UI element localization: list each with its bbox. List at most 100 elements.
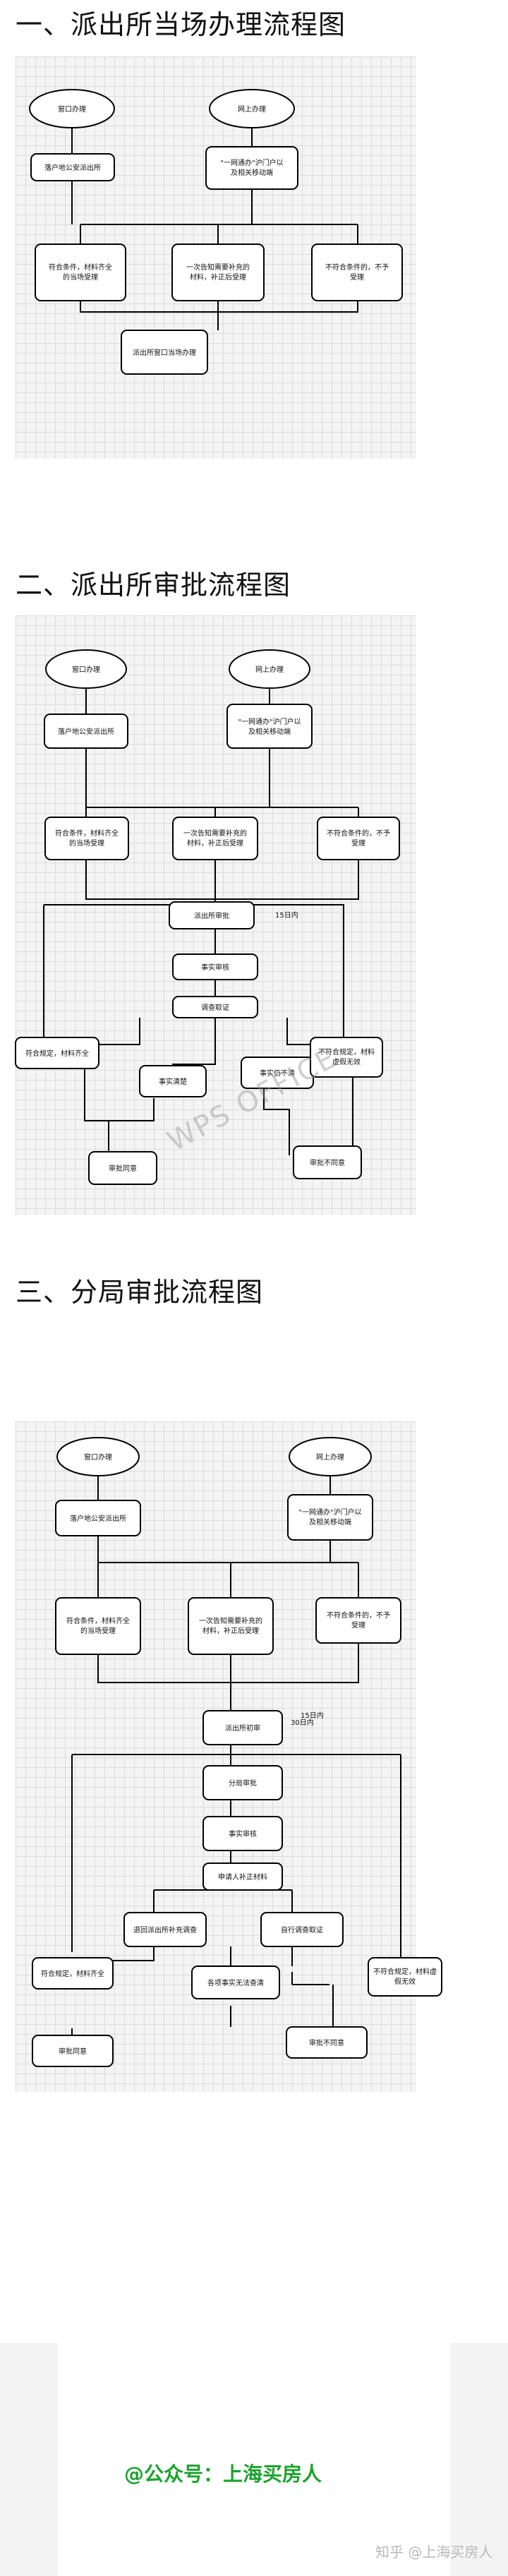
node-station-review-label: 派出所初审 [225,1723,260,1733]
node-verify-label: 事实审核 [229,1829,257,1838]
node-reject-cond-line1: 不符合规定，材料 [318,1047,375,1057]
node-applicant-supplement [202,1862,283,1891]
node-reject-line2: 受理 [351,839,365,848]
node-reject [315,1597,401,1644]
node-online [209,89,295,128]
node-submit-station-label: 落户地公安派出所 [58,727,114,736]
node-return-station [123,1912,207,1947]
node-online-note [226,704,313,749]
node-ok [35,243,126,301]
node-reject-line2: 受理 [351,1621,365,1630]
node-online-note-line1: "一网通办"沪门户以 [298,1507,361,1517]
node-approve-cond [32,1957,114,1990]
node-verify [202,1816,283,1851]
node-done-label: 派出所窗口当场办理 [133,348,196,357]
connector [71,127,358,330]
node-approved [88,1151,157,1185]
node-online-note [287,1494,373,1541]
node-denied [286,2026,368,2059]
node-self-investigate-label: 自行调查取证 [281,1925,323,1934]
node-reject [317,817,400,860]
node-ok-line1: 符合条件，材料齐全 [49,263,112,272]
node-approve-cond-label: 符合规定，材料齐全 [41,1969,104,1978]
node-online-note-line2: 及相关移动端 [231,168,273,177]
node-online-label: 网上办理 [238,104,266,114]
node-done [121,330,208,375]
days30-label: 30日内 [291,1718,314,1727]
flowchart-2-svg: 窗口办理 网上办理 落户地公安派出所 "一网通办"沪门户以 及相关移动端 符合条… [15,649,400,1185]
node-reject-line2: 受理 [350,273,364,282]
node-review [169,901,255,929]
node-reject-cond-line1: 不符合规定，材料虚 [373,1967,437,1976]
flowchart-3-svg: 窗口办理 网上办理 落户地公安派出所 "一网通办"沪门户以 及相关移动端 符合条… [32,1437,442,2067]
node-approved-label: 审批同意 [109,1164,137,1173]
node-online [289,1437,372,1476]
node-ok [44,817,129,860]
node-reject-cond-line2: 虚假无效 [332,1057,361,1066]
node-approve-cond [15,1037,99,1069]
footer-card [58,2343,450,2576]
node-review-label: 派出所审批 [194,911,229,920]
node-verify [172,953,258,980]
node-window-label: 窗口办理 [84,1452,112,1462]
node-online [229,649,310,689]
node-verify-label: 事实审核 [201,963,229,972]
node-branch-review-label: 分局审批 [229,1778,257,1788]
section1-title: 一、派出所当场办理流程图 [16,9,346,40]
node-reject-cond [310,1037,383,1078]
node-window-label: 窗口办理 [72,665,100,674]
node-supplement-line1: 一次告知需要补充的 [183,829,247,838]
days-label: 15日内 [275,910,298,920]
node-reject-line1: 不符合条件的，不予 [325,263,389,272]
node-fact-unclear-label: 事实仍不清 [260,1069,295,1078]
section3-title: 三、分局审批流程图 [16,1277,264,1308]
node-station-review [202,1710,283,1745]
node-supplement-line2: 材料，补正后受理 [190,272,246,282]
node-supplement [172,817,258,860]
node-submit-station [30,153,115,181]
node-window [29,89,115,128]
node-online-note-line2: 及相关移动端 [309,1517,351,1527]
node-submit-station-label: 落户地公安派出所 [44,163,101,172]
node-fact-clear-label: 事实清楚 [159,1077,187,1086]
node-reject-line1: 不符合条件的，不予 [327,829,390,838]
node-ok-line2: 的当场受理 [69,838,104,848]
node-online-note-line1: "一网通办"沪门户以 [238,717,301,726]
node-denied-label: 审批不同意 [309,2038,344,2047]
node-submit-station-label: 落户地公安派出所 [70,1514,126,1523]
node-supplement [188,1597,274,1655]
node-supplement [171,243,265,301]
zhihu-watermark: 知乎 @上海买房人 [375,2544,493,2560]
node-fact-unclear [191,1966,280,1999]
node-denied [293,1145,362,1179]
node-online-note-line2: 及相关移动端 [248,727,291,736]
node-investigate-label: 调查取证 [201,1003,229,1012]
node-approved-label: 审批同意 [59,2047,87,2056]
flowchart-2: 窗口办理 网上办理 落户地公安派出所 "一网通办"沪门户以 及相关移动端 符合条… [15,615,416,1215]
node-supplement-line1: 一次告知需要补充的 [199,1616,262,1625]
node-reject-cond [368,1957,442,1997]
days15-label: 15日内 [301,1711,324,1720]
node-online-note-line1: "一网通办"沪门户以 [220,158,283,167]
node-self-investigate [260,1912,344,1947]
node-ok-line2: 的当场受理 [63,272,98,282]
node-supplement-line2: 材料，补正后受理 [187,838,243,848]
node-ok [55,1597,141,1655]
node-online-label: 网上办理 [255,665,284,674]
node-fact-clear [139,1065,207,1097]
node-approve-cond-label: 符合规定，材料齐全 [25,1049,89,1058]
node-approved [32,2035,114,2067]
node-return-station-label: 退回派出所补充调查 [133,1925,197,1934]
node-window-label: 窗口办理 [58,104,86,114]
node-reject [311,243,403,301]
node-ok-line2: 的当场受理 [80,1626,116,1635]
node-submit-station [55,1500,141,1536]
node-investigate [172,996,258,1018]
node-online-note [205,146,298,190]
footer: @公众号：上海买房人 知乎 @上海买房人 [0,2343,508,2576]
node-window [45,649,127,689]
account-label: @公众号：上海买房人 [124,2462,322,2486]
node-branch-review [202,1765,283,1800]
node-ok-line1: 符合条件，材料齐全 [55,829,119,838]
node-supplement-line2: 材料，补正后受理 [202,1626,259,1635]
